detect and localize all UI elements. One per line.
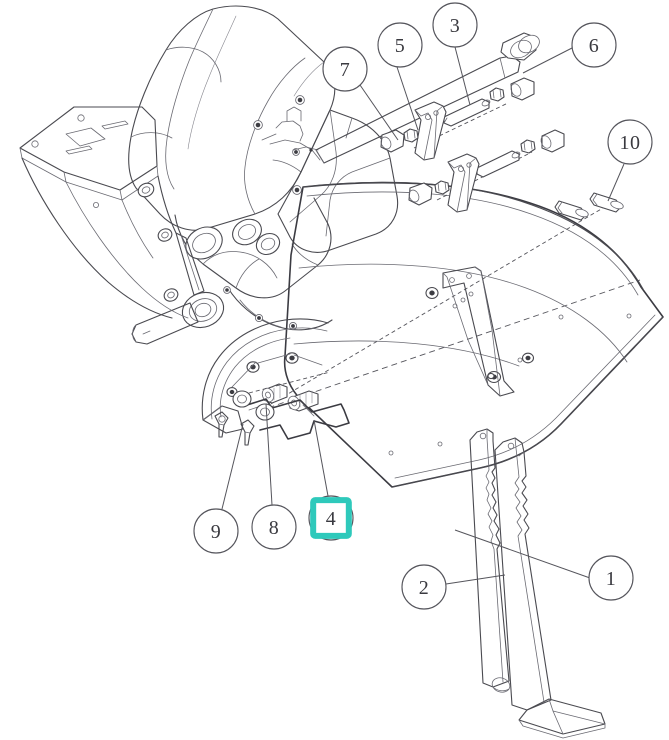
part-5-bracket bbox=[414, 101, 447, 161]
callout-3[interactable]: 3 bbox=[432, 2, 478, 48]
leader-line-9 bbox=[221, 423, 244, 510]
callout-10[interactable]: 10 bbox=[607, 119, 653, 165]
callout-circle-8[interactable] bbox=[251, 504, 297, 550]
callout-5[interactable]: 5 bbox=[377, 22, 423, 68]
callout-label-2: 2 bbox=[419, 577, 430, 599]
callout-8[interactable]: 8 bbox=[251, 504, 297, 550]
callout-bubbles: 1 2 3 4 5 6 7 8 9 10 bbox=[193, 2, 653, 610]
leader-line-6 bbox=[522, 47, 573, 74]
output-shaft bbox=[131, 302, 199, 345]
callout-label-9: 9 bbox=[211, 521, 222, 543]
side-end-plate bbox=[201, 318, 331, 434]
highlight-fill-4 bbox=[313, 500, 349, 536]
callout-label-7: 7 bbox=[340, 59, 351, 81]
leader-line-8 bbox=[265, 403, 273, 506]
hood-support-gusset bbox=[442, 266, 515, 397]
main-hood-shield bbox=[258, 181, 664, 488]
part-7-nut bbox=[489, 87, 505, 102]
part-2-stand-leg-left bbox=[469, 428, 511, 693]
part-1-stand-leg-right bbox=[494, 437, 606, 739]
fastener-row-lower bbox=[408, 129, 565, 213]
callout-circle-3[interactable] bbox=[432, 2, 478, 48]
leader-line-4 bbox=[313, 419, 329, 497]
highlight-box-4 bbox=[310, 497, 352, 539]
part-9-cotter-pin bbox=[214, 411, 255, 446]
callout-4[interactable]: 4 bbox=[308, 495, 354, 541]
leader-line-3 bbox=[454, 46, 471, 106]
callout-6[interactable]: 6 bbox=[571, 22, 617, 68]
callout-circle-2[interactable] bbox=[401, 564, 447, 610]
callout-label-3: 3 bbox=[450, 15, 461, 37]
callout-7[interactable]: 7 bbox=[322, 46, 368, 92]
part-10-spacer-pin bbox=[554, 192, 624, 221]
leader-line-2 bbox=[445, 574, 506, 585]
fastener-row-upper bbox=[315, 32, 540, 164]
stand-legs-group bbox=[469, 428, 606, 739]
callout-label-4: 4 bbox=[326, 508, 337, 530]
leader-line-7 bbox=[359, 84, 399, 141]
callout-circle-5[interactable] bbox=[377, 22, 423, 68]
callout-label-6: 6 bbox=[589, 35, 600, 57]
leader-line-5 bbox=[396, 66, 419, 131]
mounting-plate bbox=[19, 106, 205, 319]
callout-circle-9[interactable] bbox=[193, 508, 239, 554]
leader-line-10 bbox=[607, 163, 625, 202]
callout-leader-lines bbox=[221, 46, 625, 585]
callout-circle-7[interactable] bbox=[322, 46, 368, 92]
callout-2[interactable]: 2 bbox=[401, 564, 447, 610]
leader-line-1 bbox=[454, 529, 591, 579]
hinge-barrel-lower bbox=[287, 390, 319, 412]
callout-circle-10[interactable] bbox=[607, 119, 653, 165]
callout-label-5: 5 bbox=[395, 35, 406, 57]
engine-transmission-housing bbox=[128, 5, 399, 345]
part-8-flat-washer bbox=[232, 390, 275, 421]
callout-circle-6[interactable] bbox=[571, 22, 617, 68]
callout-label-1: 1 bbox=[606, 568, 617, 590]
callout-circle-1[interactable] bbox=[588, 555, 634, 601]
callout-label-10: 10 bbox=[620, 132, 641, 154]
callout-1[interactable]: 1 bbox=[588, 555, 634, 601]
callout-label-8: 8 bbox=[269, 517, 280, 539]
callout-9[interactable]: 9 bbox=[193, 508, 239, 554]
hinge-barrel-upper bbox=[261, 383, 288, 404]
